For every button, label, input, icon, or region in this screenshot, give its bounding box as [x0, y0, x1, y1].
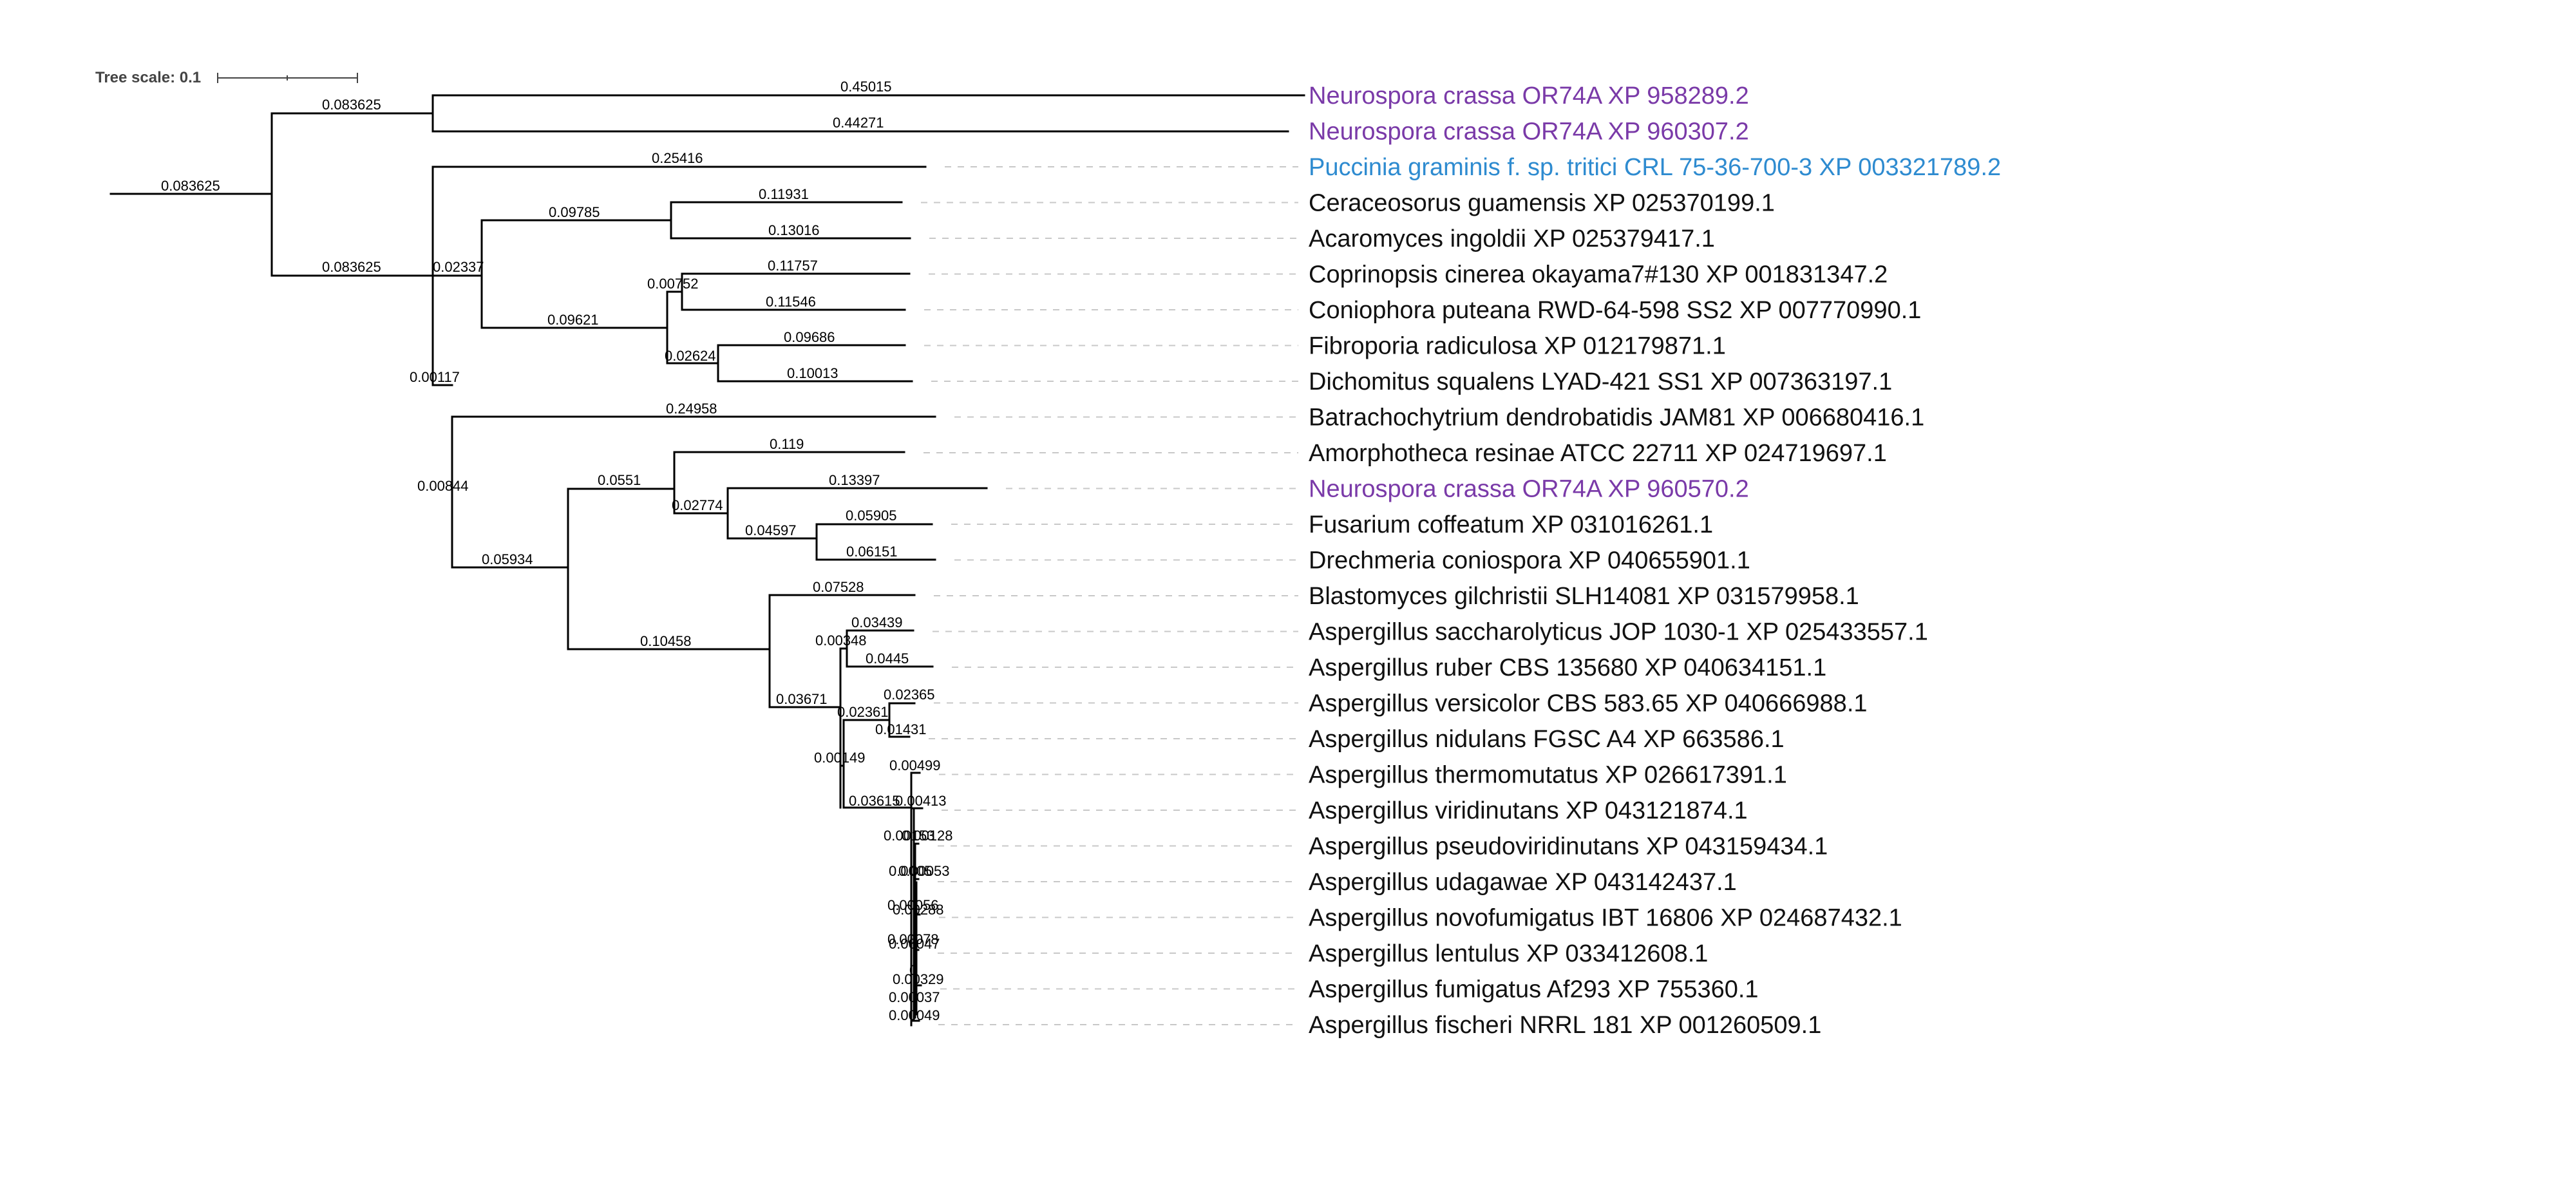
branch-length-label: 0.02365: [884, 687, 935, 703]
branch-length-label: 0.02337: [433, 259, 484, 275]
leaf-guide-lines: [921, 166, 1298, 1025]
branch-length-label: 0.00149: [814, 750, 866, 766]
leaf-label: Drechmeria coniospora XP 040655901.1: [1309, 547, 1750, 574]
branch-length-label: 0.083625: [161, 178, 220, 194]
branch-length-label: 0.09785: [549, 204, 600, 220]
leaf-label: Fibroporia radiculosa XP 012179871.1: [1309, 333, 1726, 360]
branch-length-label: 0.13397: [829, 472, 880, 488]
branch-length-label: 0.083625: [322, 97, 381, 113]
branch-length-label: 0.05905: [846, 507, 897, 524]
branch-length-label: 0.11931: [759, 186, 809, 202]
leaf-label: Coprinopsis cinerea okayama7#130 XP 0018…: [1309, 261, 1888, 289]
leaf-label: Puccinia graminis f. sp. tritici CRL 75-…: [1309, 154, 2001, 181]
leaf-label: Neurospora crassa OR74A XP 960307.2: [1309, 118, 1749, 146]
branch-length-label: 0.11757: [768, 258, 818, 274]
tree-scale: Tree scale: 0.1: [95, 69, 358, 86]
leaf-label: Neurospora crassa OR74A XP 960570.2: [1309, 476, 1749, 503]
leaf-labels: Neurospora crassa OR74A XP 958289.2Neuro…: [1309, 82, 2001, 1039]
branch-length-label: 0.10013: [787, 365, 838, 381]
tree-scale-label: Tree scale: 0.1: [95, 69, 201, 86]
branch-length-label: 0.00413: [895, 793, 947, 809]
branch-length-label: 0.00752: [647, 276, 699, 292]
leaf-label: Amorphotheca resinae ATCC 22711 XP 02471…: [1309, 440, 1887, 467]
branch-length-label: 0.00117: [410, 369, 460, 385]
branch-length-label: 0.05934: [482, 551, 533, 567]
branch-length-label: 0.00056: [887, 897, 939, 913]
leaf-label: Aspergillus versicolor CBS 583.65 XP 040…: [1309, 690, 1868, 717]
branch-length-label: 0.02624: [665, 348, 716, 364]
leaf-label: Aspergillus udagawae XP 043142437.1: [1309, 869, 1737, 896]
branch-length-label: 0.25416: [652, 150, 703, 166]
branch-length-label: 0: [909, 962, 917, 978]
branch-length-label: 0.00844: [417, 478, 469, 494]
branch-length-label: 0.04597: [745, 522, 797, 538]
branch-length-label: 0.00047: [889, 936, 940, 952]
branch-length-label: 0.09621: [547, 312, 599, 328]
branch-length-label: 0.07528: [813, 579, 864, 595]
leaf-label: Coniophora puteana RWD-64-598 SS2 XP 007…: [1309, 297, 1921, 324]
branch-length-label: 0.00499: [889, 757, 941, 773]
leaf-label: Acaromyces ingoldii XP 025379417.1: [1309, 225, 1715, 252]
leaf-label: Batrachochytrium dendrobatidis JAM81 XP …: [1309, 404, 1924, 431]
leaf-label: Aspergillus novofumigatus IBT 16806 XP 0…: [1309, 905, 1902, 932]
leaf-label: Fusarium coffeatum XP 031016261.1: [1309, 511, 1713, 538]
branch-length-label: 0.00053: [898, 863, 950, 879]
branch-length-label: 0.00037: [889, 989, 940, 1005]
branch-length-label: 0.0551: [598, 472, 641, 488]
branch-length-label: 0.00348: [815, 632, 867, 649]
leaf-label: Ceraceosorus guamensis XP 025370199.1: [1309, 190, 1775, 217]
branch-length-label: 0.00153: [884, 828, 935, 844]
leaf-label: Aspergillus lentulus XP 033412608.1: [1309, 940, 1708, 967]
leaf-label: Aspergillus saccharolyticus JOP 1030-1 X…: [1309, 619, 1928, 646]
branch-length-label: 0.083625: [322, 259, 381, 275]
branch-length-labels: 0.45015 0.44271 0.083625 0.083625 0.0836…: [161, 79, 953, 1023]
leaf-label: Neurospora crassa OR74A XP 958289.2: [1309, 82, 1749, 109]
branch-length-label: 0.02361: [837, 704, 889, 720]
leaf-label: Blastomyces gilchristii SLH14081 XP 0315…: [1309, 583, 1859, 610]
branch-length-label: 0.0445: [866, 650, 909, 667]
leaf-label: Aspergillus viridinutans XP 043121874.1: [1309, 797, 1748, 824]
leaf-label: Aspergillus pseudoviridinutans XP 043159…: [1309, 833, 1828, 860]
branch-length-label: 0.03439: [851, 614, 903, 630]
branch-length-label: 0.00049: [889, 1007, 940, 1023]
branch-length-label: 0.24958: [666, 401, 717, 417]
branch-length-label: 0.0005: [889, 863, 932, 879]
leaf-label: Aspergillus fischeri NRRL 181 XP 0012605…: [1309, 1012, 1821, 1039]
tree-branches: [109, 94, 1305, 1027]
branch-length-label: 0.03671: [776, 691, 828, 707]
branch-length-label: 0.45015: [840, 79, 892, 95]
leaf-label: Dichomitus squalens LYAD-421 SS1 XP 0073…: [1309, 368, 1892, 395]
branch-length-label: 0.00329: [893, 971, 944, 987]
leaf-label: Aspergillus nidulans FGSC A4 XP 663586.1: [1309, 726, 1785, 753]
branch-length-label: 0.00128: [902, 828, 953, 844]
branch-length-label: 0.00078: [887, 931, 939, 947]
leaf-label: Aspergillus thermomutatus XP 026617391.1: [1309, 762, 1787, 789]
branch-length-label: 0.13016: [768, 222, 820, 238]
branch-length-label: 0.03615: [849, 793, 900, 809]
branch-length-label: 0.02774: [672, 497, 723, 513]
branch-length-label: 0.01431: [875, 721, 927, 737]
leaf-label: Aspergillus ruber CBS 135680 XP 04063415…: [1309, 654, 1826, 681]
branch-length-label: 0.00288: [893, 902, 944, 918]
branch-length-label: 0.11546: [766, 294, 816, 310]
branch-length-label: 0.10458: [640, 633, 692, 649]
leaf-label: Aspergillus fumigatus Af293 XP 755360.1: [1309, 976, 1759, 1003]
branch-length-label: 0.09686: [784, 329, 835, 345]
branch-length-label: 0.44271: [833, 115, 884, 131]
branch-length-label: 0.06151: [846, 544, 898, 560]
branch-length-label: 0.119: [770, 436, 804, 452]
